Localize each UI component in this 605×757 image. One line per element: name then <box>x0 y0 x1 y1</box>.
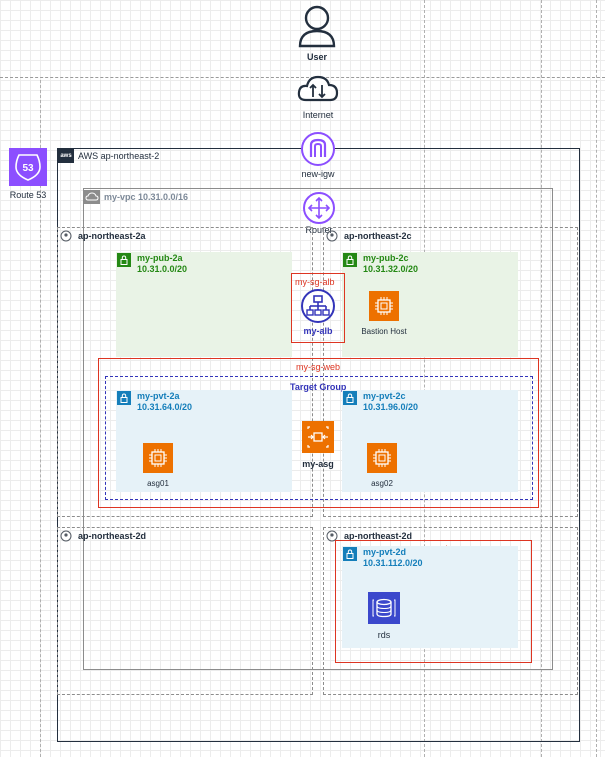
az-2d-left-label: ap-northeast-2d <box>78 531 147 541</box>
asg01-label: asg01 <box>147 479 169 488</box>
route53-label: Route 53 <box>9 190 47 200</box>
subnet-pvt-2c <box>342 390 518 492</box>
az-2d-right-label: ap-northeast-2d <box>344 531 413 541</box>
lock-icon <box>343 391 357 405</box>
alb-label: my-alb <box>303 326 333 336</box>
ec2-instance-icon <box>367 443 397 473</box>
az-2d-right-header: ap-northeast-2d <box>326 530 412 542</box>
sg-alb-box <box>291 273 345 343</box>
az-2c-header: ap-northeast-2c <box>326 230 412 242</box>
az-2a-header: ap-northeast-2a <box>60 230 146 242</box>
az-2c-label: ap-northeast-2c <box>344 231 412 241</box>
aws-logo-icon: aws <box>58 149 74 163</box>
lock-icon <box>117 391 131 405</box>
load-balancer-icon <box>301 289 335 323</box>
lock-icon <box>343 253 357 267</box>
az-2d-left-header: ap-northeast-2d <box>60 530 146 542</box>
router-icon <box>303 192 335 224</box>
sg-web-label: my-sg-web <box>296 362 341 372</box>
asg02-label: asg02 <box>371 479 393 488</box>
subnet-pvt-2a-name: my-pvt-2a <box>137 391 180 401</box>
az-2a-label: ap-northeast-2a <box>78 231 146 241</box>
bastion-label: Bastion Host <box>361 327 407 336</box>
az-2a-box <box>57 227 313 517</box>
region-header: aws AWS ap-northeast-2 <box>58 149 159 163</box>
user-icon <box>298 5 336 48</box>
rds-database-icon <box>368 592 400 624</box>
vpc-box <box>83 188 553 670</box>
sg-rds-box <box>335 540 532 663</box>
vpc-label: my-vpc 10.31.0.0/16 <box>104 192 189 202</box>
az-location-icon <box>60 230 72 242</box>
svg-text:53: 53 <box>22 163 34 174</box>
rds-label: rds <box>377 630 391 640</box>
ec2-instance-icon <box>369 291 399 321</box>
user-label: User <box>306 52 327 62</box>
subnet-pub-2a-header: my-pub-2a 10.31.0.0/20 <box>117 253 187 275</box>
router-node[interactable]: Router <box>296 191 342 235</box>
az-2d-left-box <box>57 527 313 695</box>
route53-icon: 53 <box>9 148 47 186</box>
subnet-pvt-2a <box>116 390 292 492</box>
igw-node[interactable]: new-igw <box>290 131 346 179</box>
subnet-pvt-2d-header: my-pvt-2d 10.31.112.0/20 <box>343 547 423 569</box>
subnet-pvt-2a-header: my-pvt-2a 10.31.64.0/20 <box>117 391 192 413</box>
az-2c-box <box>323 227 578 517</box>
subnet-pvt-2a-cidr: 10.31.64.0/20 <box>137 402 193 412</box>
lock-icon <box>117 253 131 267</box>
target-group-label: Target Group <box>290 382 347 392</box>
sg-web-box <box>98 358 539 508</box>
region-label: AWS ap-northeast-2 <box>78 151 160 161</box>
az-location-icon <box>60 530 72 542</box>
boundary-line-right <box>541 0 542 757</box>
subnet-pvt-2c-name: my-pvt-2c <box>363 391 406 401</box>
subnet-pub-2c-header: my-pub-2c 10.31.32.0/20 <box>343 253 418 275</box>
subnet-pvt-2d-cidr: 10.31.112.0/20 <box>363 558 423 568</box>
internet-gateway-icon <box>301 132 335 166</box>
igw-label: new-igw <box>301 169 335 179</box>
az-2d-right-box <box>323 527 578 695</box>
vpc-cloud-icon <box>84 190 100 204</box>
auto-scaling-icon <box>302 421 334 453</box>
cloud-icon <box>297 75 339 102</box>
target-group-box <box>105 376 533 500</box>
route53-node[interactable]: 53 Route 53 <box>2 148 54 200</box>
boundary-line-right-2 <box>596 0 597 757</box>
az-location-icon <box>326 230 338 242</box>
bastion-node[interactable]: Bastion Host <box>356 291 412 336</box>
asg-node[interactable]: my-asg <box>290 421 346 469</box>
boundary-line-mid <box>424 0 425 757</box>
subnet-pvt-2c-cidr: 10.31.96.0/20 <box>363 402 419 412</box>
ec2-instance-icon <box>143 443 173 473</box>
instance-asg02[interactable]: asg02 <box>358 443 406 488</box>
boundary-line-left <box>40 80 41 757</box>
asg-label: my-asg <box>302 459 334 469</box>
subnet-pub-2a-cidr: 10.31.0.0/20 <box>137 264 188 274</box>
rds-node[interactable]: rds <box>361 592 407 640</box>
subnet-pvt-2d-name: my-pvt-2d <box>363 547 407 557</box>
subnet-pub-2a <box>116 252 292 357</box>
lock-icon <box>343 547 357 561</box>
internet-label: Internet <box>302 110 334 120</box>
subnet-pvt-2c-header: my-pvt-2c 10.31.96.0/20 <box>343 391 418 413</box>
instance-asg01[interactable]: asg01 <box>134 443 182 488</box>
internet-node[interactable]: Internet <box>288 72 348 120</box>
router-label: Router <box>305 225 333 235</box>
az-location-icon <box>326 530 338 542</box>
alb-node[interactable]: my-alb <box>291 288 345 336</box>
sg-alb-label: my-sg-alb <box>295 277 335 287</box>
user-node[interactable]: User <box>290 4 344 62</box>
subnet-pub-2c-cidr: 10.31.32.0/20 <box>363 264 419 274</box>
internet-boundary-line <box>0 77 605 78</box>
vpc-header: my-vpc 10.31.0.0/16 <box>84 190 188 204</box>
subnet-pub-2a-name: my-pub-2a <box>137 253 183 263</box>
subnet-pub-2c-name: my-pub-2c <box>363 253 409 263</box>
